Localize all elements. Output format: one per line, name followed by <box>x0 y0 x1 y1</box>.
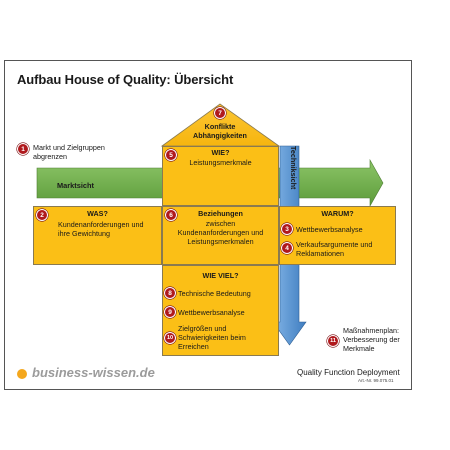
warum-item1-line1: Wettbewerbsanalyse <box>296 225 363 234</box>
wieviel-item2-line1: Wettbewerbsanalyse <box>178 308 245 317</box>
right-note-line2: Verbesserung der <box>343 335 400 344</box>
badge-4: 4 <box>281 242 293 254</box>
beziehungen-line3: Leistungsmerkmalen <box>187 237 254 246</box>
badge-7: 7 <box>214 107 226 119</box>
warum-item2-line1: Verkaufsargumente und <box>296 240 373 249</box>
wieviel-item1-line1: Technische Bedeutung <box>178 289 251 298</box>
badge-2: 2 <box>36 209 48 221</box>
beziehungen-box <box>162 206 279 265</box>
roof-line1: Konflikte <box>204 122 236 131</box>
badge-11: 11 <box>327 335 339 347</box>
wieviel-item3-line3: Erreichen <box>178 342 209 351</box>
was-title: WAS? <box>87 209 108 218</box>
footer-title: Quality Function Deployment <box>297 368 400 377</box>
was-line1: Kundenanforderungen und <box>58 220 144 229</box>
footer-article-number: Art.-Nr. 99.075.01 <box>358 378 394 383</box>
was-line2: ihre Gewichtung <box>58 229 110 238</box>
warum-box <box>279 206 396 265</box>
was-box <box>33 206 162 265</box>
beziehungen-title: Beziehungen <box>198 209 243 218</box>
badge-10: 10 <box>164 332 176 344</box>
wie-line1: Leistungsmerkmale <box>189 158 252 167</box>
right-note-line3: Merkmale <box>343 344 375 353</box>
wieviel-box <box>162 265 279 356</box>
technik-label: Techniksicht <box>289 146 298 190</box>
wieviel-item3-line1: Zielgrößen und <box>178 324 227 333</box>
wie-title: WIE? <box>211 148 230 157</box>
right-note-line1: Maßnahmenplan: <box>343 326 399 335</box>
warum-title: WARUM? <box>321 209 354 218</box>
badge-9: 9 <box>164 306 176 318</box>
brand-logo: business-wissen.de <box>32 365 155 380</box>
page-title: Aufbau House of Quality: Übersicht <box>17 72 234 87</box>
logo-dot-icon <box>17 369 27 379</box>
beziehungen-line2: Kundenanforderungen und <box>177 228 264 237</box>
wie-box <box>162 146 279 206</box>
beziehungen-line1: zwischen <box>205 219 236 228</box>
wieviel-item3-line2: Schwierigkeiten beim <box>178 333 246 342</box>
markt-label: Marktsicht <box>57 181 94 190</box>
left-note-line1: Markt und Zielgruppen <box>33 143 105 152</box>
badge-8: 8 <box>164 287 176 299</box>
warum-item2-line2: Reklamationen <box>296 249 344 258</box>
wieviel-title: WIE VIEL? <box>202 271 239 280</box>
badge-1: 1 <box>17 143 29 155</box>
badge-5: 5 <box>165 149 177 161</box>
badge-3: 3 <box>281 223 293 235</box>
roof-line2: Abhängigkeiten <box>193 131 247 140</box>
badge-6: 6 <box>165 209 177 221</box>
left-note-line2: abgrenzen <box>33 152 67 161</box>
